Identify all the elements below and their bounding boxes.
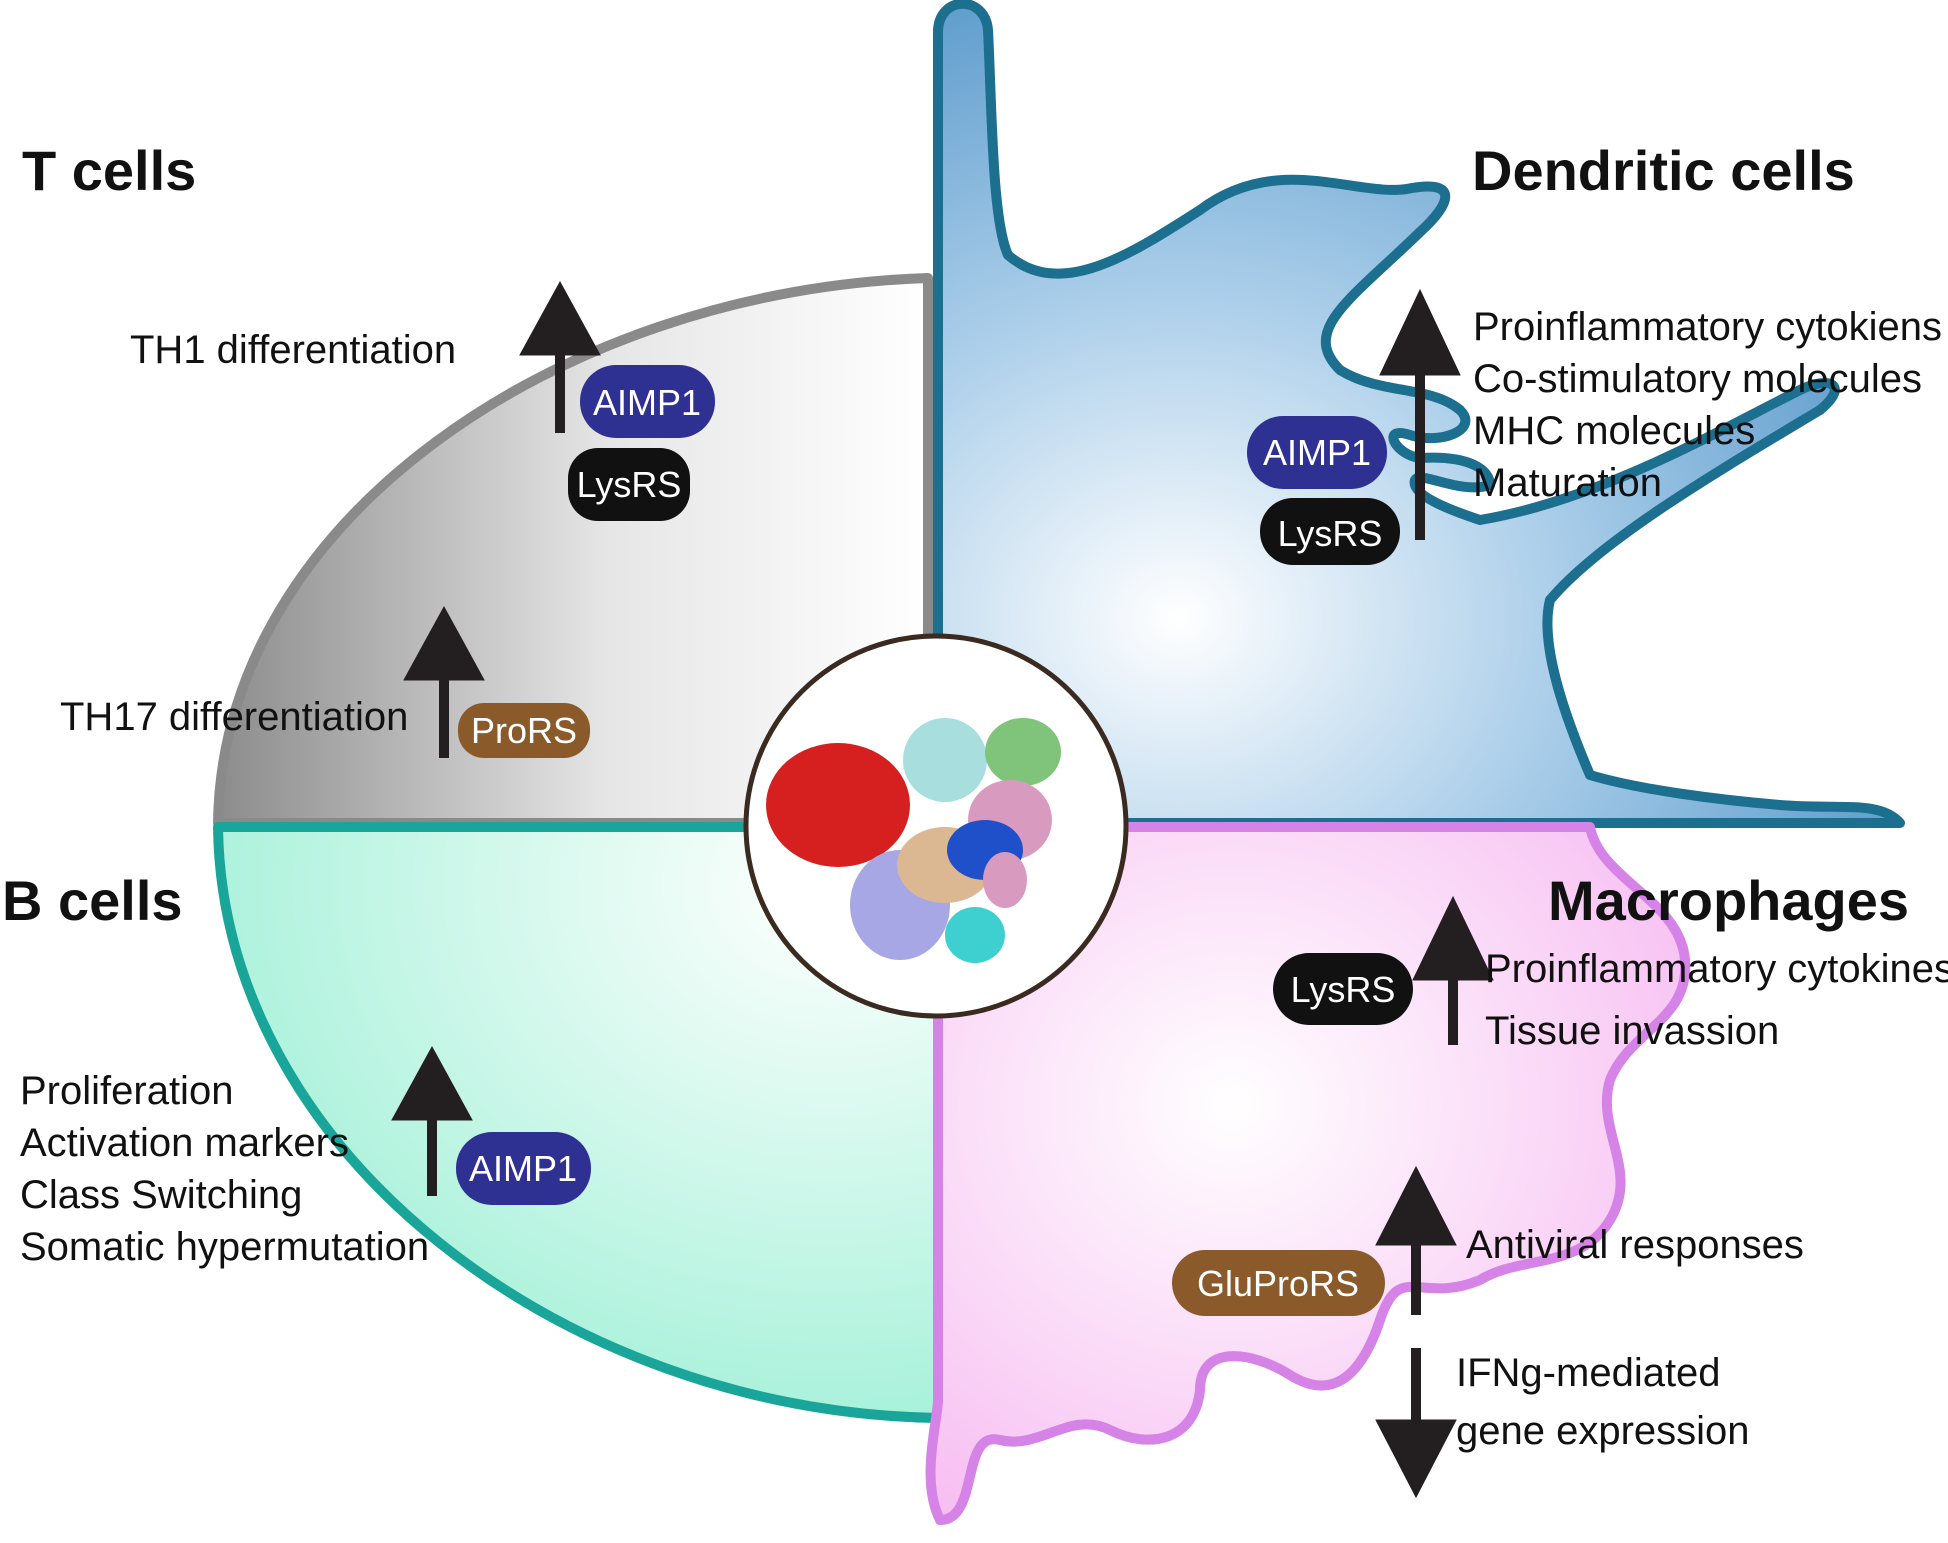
- center-complex: [743, 633, 1129, 1019]
- macrophage: [925, 822, 1691, 1525]
- up-arrow-icon: [519, 280, 601, 433]
- dendritic-effect-4: Maturation: [1473, 461, 1662, 505]
- b-cell-quadrant: [213, 822, 943, 1423]
- multi-synthetase-complex-structure-icon: [766, 718, 1061, 963]
- svg-text:LysRS: LysRS: [1291, 969, 1396, 1010]
- svg-text:LysRS: LysRS: [577, 464, 682, 505]
- svg-text:AIMP1: AIMP1: [593, 382, 701, 423]
- dendritic-lysrs-pill: LysRS: [1260, 498, 1400, 565]
- up-arrow-icon: [391, 1045, 473, 1196]
- arrows: [391, 280, 1494, 1499]
- t-cell-lysrs-pill: LysRS: [568, 448, 690, 521]
- ifng-label-line2: gene expression: [1456, 1409, 1750, 1453]
- dendritic-cells-heading: Dendritic cells: [1472, 139, 1855, 202]
- dendritic-aimp1-pill: AIMP1: [1247, 416, 1387, 489]
- down-arrow-icon: [1375, 1348, 1457, 1499]
- svg-text:AIMP1: AIMP1: [1263, 432, 1371, 473]
- ifng-label-line1: IFNg-mediated: [1456, 1351, 1721, 1395]
- antiviral-label: Antiviral responses: [1466, 1223, 1804, 1267]
- macrophages-heading: Macrophages: [1548, 869, 1909, 932]
- dendritic-effect-1: Proinflammatory cytokiens: [1473, 305, 1942, 349]
- dendritic-effect-3: MHC molecules: [1473, 409, 1755, 453]
- b-cell-effect-3: Class Switching: [20, 1173, 302, 1217]
- t-cell-aimp1-pill: AIMP1: [580, 365, 715, 438]
- up-arrow-icon: [403, 605, 485, 758]
- b-cell-aimp1-pill: AIMP1: [456, 1132, 591, 1205]
- macrophage-gluprors-pill: GluProRS: [1172, 1250, 1385, 1316]
- t-cell-quadrant: [213, 273, 933, 828]
- up-arrow-icon: [1379, 288, 1461, 540]
- t-cells-heading: T cells: [22, 139, 196, 202]
- macrophage-effect-1: Proinflammatory cytokines: [1485, 947, 1948, 991]
- svg-text:LysRS: LysRS: [1278, 513, 1383, 554]
- b-cell-effect-2: Activation markers: [20, 1121, 349, 1165]
- th17-label: TH17 differentiation: [60, 695, 408, 739]
- b-cells-heading: B cells: [2, 869, 183, 932]
- b-cell-effect-4: Somatic hypermutation: [20, 1225, 429, 1269]
- up-arrow-icon: [1412, 895, 1494, 1045]
- th1-label: TH1 differentiation: [130, 328, 456, 372]
- up-arrow-icon: [1375, 1165, 1457, 1315]
- svg-text:ProRS: ProRS: [471, 710, 577, 751]
- svg-text:GluProRS: GluProRS: [1197, 1263, 1359, 1304]
- macrophage-effect-2: Tissue invassion: [1485, 1009, 1779, 1053]
- t-cell-prors-pill: ProRS: [458, 703, 590, 758]
- macrophage-lysrs-pill: LysRS: [1273, 953, 1413, 1025]
- dendritic-effect-2: Co-stimulatory molecules: [1473, 357, 1922, 401]
- b-cell-effect-1: Proliferation: [20, 1069, 233, 1113]
- svg-text:AIMP1: AIMP1: [469, 1148, 577, 1189]
